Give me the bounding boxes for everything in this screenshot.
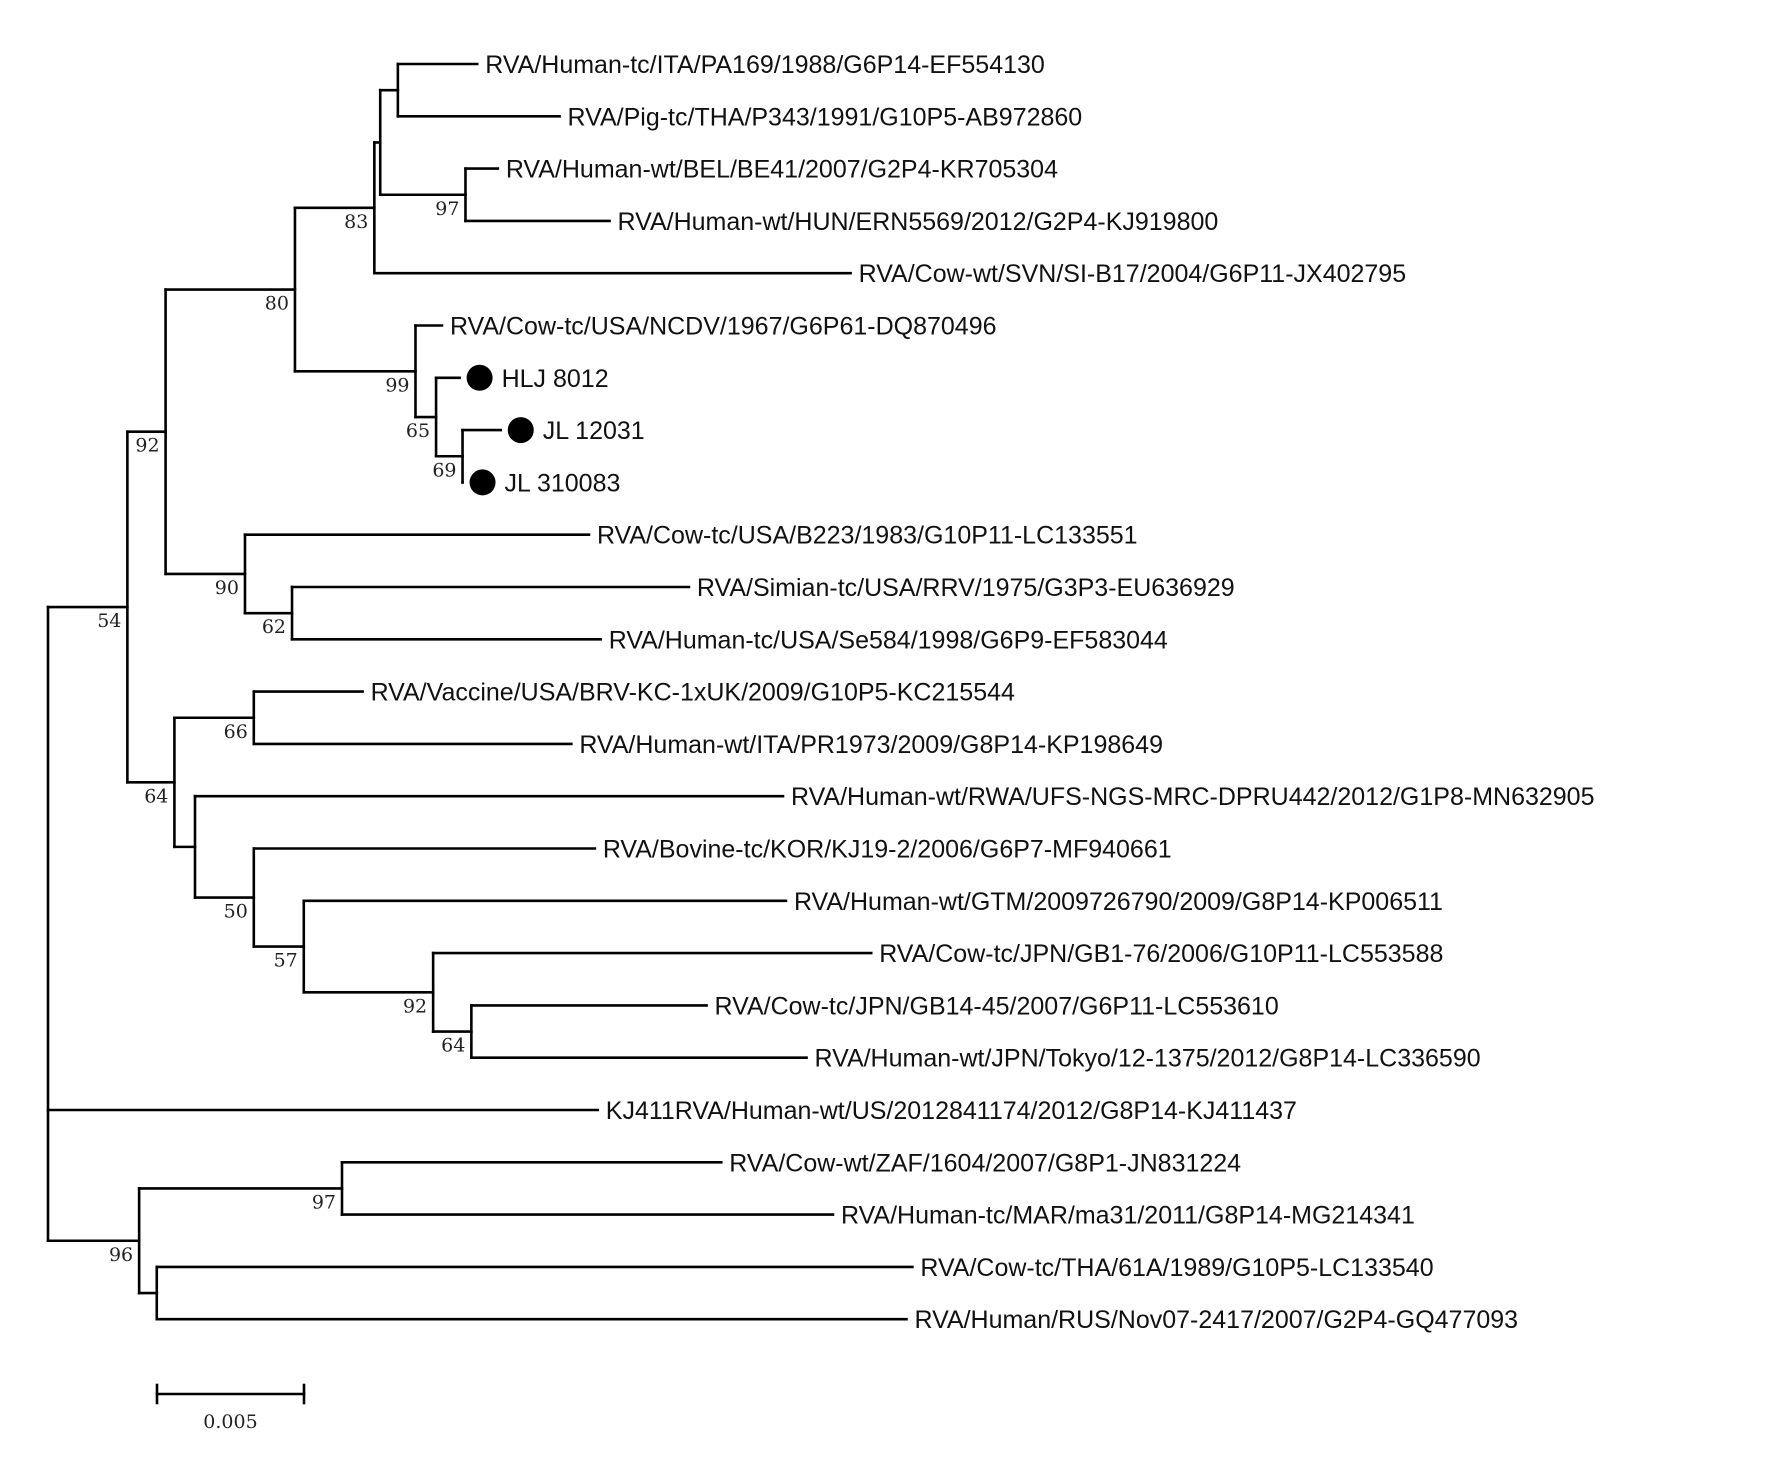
bootstrap-value: 90	[215, 577, 239, 599]
black-circle-icon	[507, 417, 534, 444]
taxon-label: RVA/Vaccine/USA/BRV-KC-1xUK/2009/G10P5-K…	[371, 679, 1015, 707]
taxon-label: RVA/Human-wt/RWA/UFS-NGS-MRC-DPRU442/201…	[791, 783, 1595, 811]
taxon-label: RVA/Human-tc/ITA/PA169/1988/G6P14-EF5541…	[485, 51, 1045, 79]
taxon-label: RVA/Pig-tc/THA/P343/1991/G10P5-AB972860	[568, 103, 1083, 131]
taxon-label: RVA/Human-tc/MAR/ma31/2011/G8P14-MG21434…	[841, 1202, 1415, 1230]
black-circle-icon	[466, 364, 493, 391]
bootstrap-value: 97	[312, 1191, 336, 1213]
taxon-label: RVA/Cow-tc/THA/61A/1989/G10P5-LC133540	[920, 1254, 1433, 1282]
taxon-label: RVA/Human-wt/GTM/2009726790/2009/G8P14-K…	[794, 888, 1443, 916]
black-circle-icon	[469, 469, 496, 496]
taxon-label: RVA/Cow-wt/ZAF/1604/2007/G8P1-JN831224	[729, 1149, 1241, 1177]
taxon-label: RVA/Cow-tc/USA/B223/1983/G10P11-LC133551	[597, 522, 1138, 550]
taxon-label: RVA/Human-wt/JPN/Tokyo/12-1375/2012/G8P1…	[815, 1045, 1481, 1073]
bootstrap-value: 62	[262, 616, 286, 638]
bootstrap-value: 64	[144, 785, 168, 807]
bootstrap-value: 50	[224, 901, 248, 923]
bootstrap-value: 80	[265, 293, 289, 315]
bootstrap-value: 66	[224, 721, 248, 743]
taxon-label: RVA/Human-wt/HUN/ERN5569/2012/G2P4-KJ919…	[618, 208, 1219, 236]
bootstrap-value: 57	[274, 950, 298, 972]
bootstrap-value: 83	[344, 211, 368, 233]
bootstrap-value: 97	[435, 198, 459, 220]
taxon-label: RVA/Bovine-tc/KOR/KJ19-2/2006/G6P7-MF940…	[603, 836, 1172, 864]
taxon-label: RVA/Cow-tc/USA/NCDV/1967/G6P61-DQ870496	[450, 313, 997, 341]
taxon-label: JL 310083	[505, 469, 621, 497]
tree-branches	[46, 62, 914, 1321]
taxon-label: KJ411RVA/Human-wt/US/2012841174/2012/G8P…	[606, 1097, 1297, 1125]
taxon-label: RVA/Cow-tc/JPN/GB14-45/2007/G6P11-LC5536…	[715, 992, 1279, 1020]
bootstrap-value: 92	[135, 435, 159, 457]
bootstrap-value: 64	[441, 1035, 465, 1057]
taxon-label: RVA/Human-tc/USA/Se584/1998/G6P9-EF58304…	[609, 626, 1168, 654]
taxon-label: RVA/Cow-wt/SVN/SI-B17/2004/G6P11-JX40279…	[859, 260, 1407, 288]
taxon-label: JL 12031	[543, 417, 645, 445]
scale-bar: 0.005	[155, 1383, 306, 1433]
bootstrap-value: 69	[432, 459, 456, 481]
taxon-label: RVA/Cow-tc/JPN/GB1-76/2006/G10P11-LC5535…	[879, 940, 1443, 968]
taxon-label: RVA/Human-wt/BEL/BE41/2007/G2P4-KR705304	[506, 156, 1058, 184]
bootstrap-value: 65	[406, 420, 430, 442]
taxon-label: RVA/Human/RUS/Nov07-2417/2007/G2P4-GQ477…	[914, 1306, 1518, 1334]
scale-bar-label: 0.005	[203, 1411, 257, 1433]
bootstrap-value: 99	[385, 374, 409, 396]
tree-labels: RVA/Human-tc/ITA/PA169/1988/G6P14-EF5541…	[97, 51, 1594, 1334]
taxon-label: HLJ 8012	[502, 365, 609, 393]
taxon-label: RVA/Human-wt/ITA/PR1973/2009/G8P14-KP198…	[579, 731, 1163, 759]
bootstrap-value: 96	[109, 1244, 133, 1266]
bootstrap-value: 54	[97, 610, 121, 632]
bootstrap-value: 92	[403, 995, 427, 1017]
taxon-label: RVA/Simian-tc/USA/RRV/1975/G3P3-EU636929	[697, 574, 1235, 602]
